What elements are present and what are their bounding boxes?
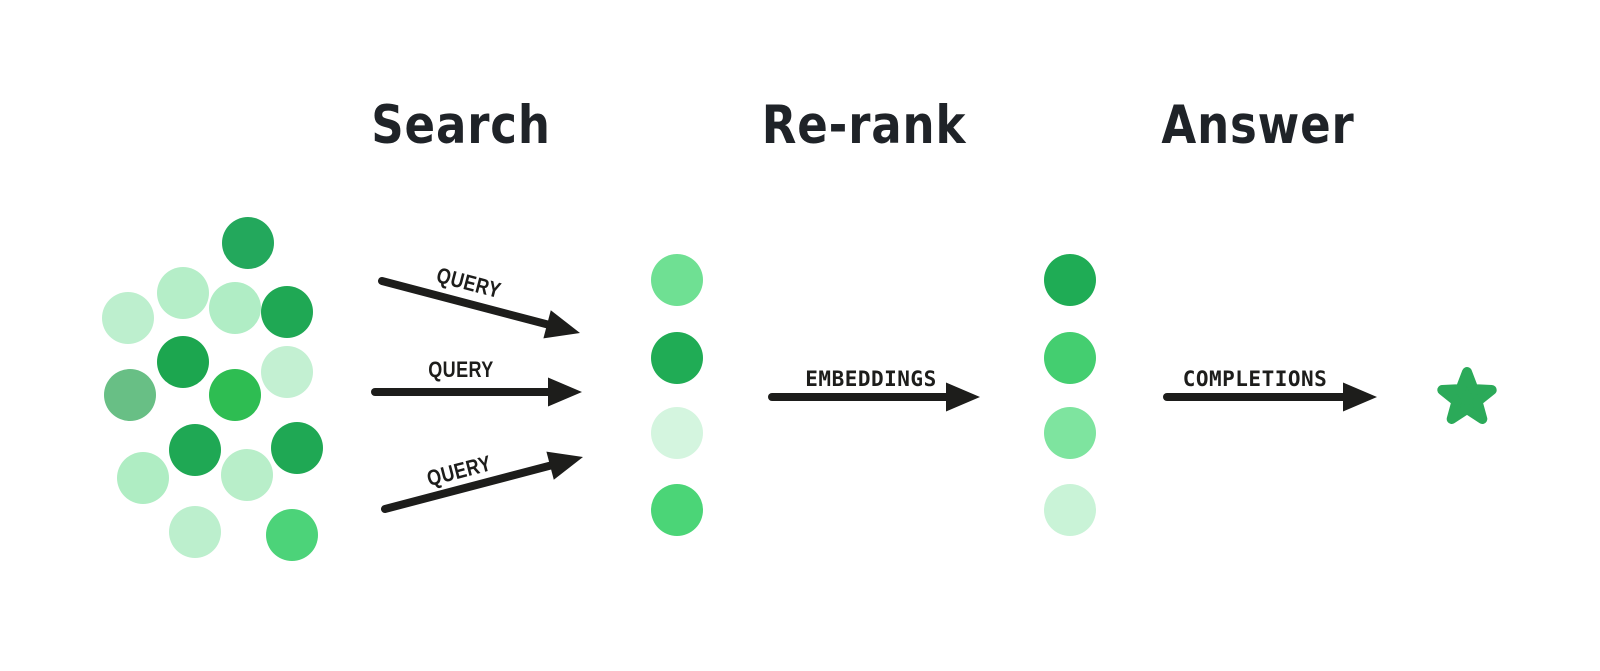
search-result-dot (651, 407, 703, 459)
query-arrow-top: QUERY (378, 264, 580, 339)
document-dot (271, 422, 323, 474)
query-arrow-top-head-icon (543, 310, 580, 339)
embeddings-arrow: EMBEDDINGS (768, 367, 980, 412)
embeddings-arrow-head-icon (946, 382, 980, 412)
answer-star-icon (1437, 367, 1497, 424)
query-arrow-top-shaft (378, 277, 557, 330)
query-arrow-middle: QUERY (371, 358, 582, 407)
document-dot (222, 217, 274, 269)
stage-title-answer: Answer (1161, 95, 1355, 156)
document-dot (157, 336, 209, 388)
reranked-result-dot (1044, 407, 1096, 459)
document-dot (169, 506, 221, 558)
document-dot (104, 369, 156, 421)
document-dot (157, 267, 209, 319)
query-arrow-bottom: QUERY (381, 451, 583, 513)
embeddings-arrow-label: EMBEDDINGS (805, 367, 936, 391)
completions-arrow-head-icon (1343, 382, 1377, 412)
document-dot (209, 282, 261, 334)
stage-title-search: Search (371, 95, 551, 156)
query-arrow-middle-head-icon (548, 377, 582, 407)
search-result-dot (651, 484, 703, 536)
search-result-dot (651, 254, 703, 306)
query-arrow-bottom-shaft (381, 460, 560, 513)
stage-title-rerank: Re-rank (761, 95, 967, 156)
document-dot (117, 452, 169, 504)
reranked-result-dot (1044, 484, 1096, 536)
document-dot (102, 292, 154, 344)
document-dot (266, 509, 318, 561)
document-dot (209, 369, 261, 421)
query-arrow-bottom-head-icon (546, 451, 583, 480)
completions-arrow-label: COMPLETIONS (1183, 367, 1328, 391)
document-dot (261, 346, 313, 398)
reranked-result-dot (1044, 332, 1096, 384)
completions-arrow: COMPLETIONS (1163, 367, 1377, 412)
document-dot (221, 449, 273, 501)
search-result-dot (651, 332, 703, 384)
reranked-result-dot (1044, 254, 1096, 306)
document-dot (261, 286, 313, 338)
document-dot (169, 424, 221, 476)
query-arrow-middle-label: QUERY (428, 358, 494, 382)
